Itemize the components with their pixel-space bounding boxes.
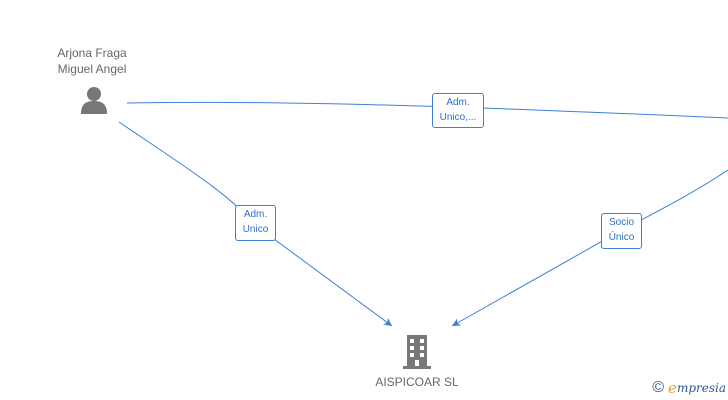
edge-label-line1: Adm. xyxy=(446,97,470,108)
person-name-line2: Miguel Angel xyxy=(57,62,127,76)
person-name-line1: Arjona Fraga xyxy=(57,46,127,60)
edge-label-line2: Unico xyxy=(242,224,269,235)
edge-label-adm-unico[interactable]: Adm. Unico xyxy=(235,205,276,241)
edge-label-line2: Unico,... xyxy=(439,112,477,123)
brand-name: mpresia xyxy=(676,381,726,395)
edge-line-adm-unico-top xyxy=(126,101,728,119)
edge-label-line1: Socio xyxy=(608,217,634,228)
edge-label-line1: Adm. xyxy=(243,209,268,220)
edge-label-adm-unico-top[interactable]: Adm. Unico,... xyxy=(432,93,484,128)
person-name-label[interactable]: Arjona Fraga Miguel Angel xyxy=(52,45,132,77)
copyright-icon: © xyxy=(652,379,665,396)
edge-line-socio-unico xyxy=(451,169,728,327)
company-name-label[interactable]: AISPICOAR SL xyxy=(375,375,459,389)
edge-label-line2: Único xyxy=(608,232,635,243)
edge-label-socio-unico[interactable]: Socio Único xyxy=(601,213,642,249)
building-icon[interactable] xyxy=(403,335,431,369)
brand-letter: e xyxy=(668,379,677,397)
person-icon[interactable] xyxy=(81,87,107,114)
